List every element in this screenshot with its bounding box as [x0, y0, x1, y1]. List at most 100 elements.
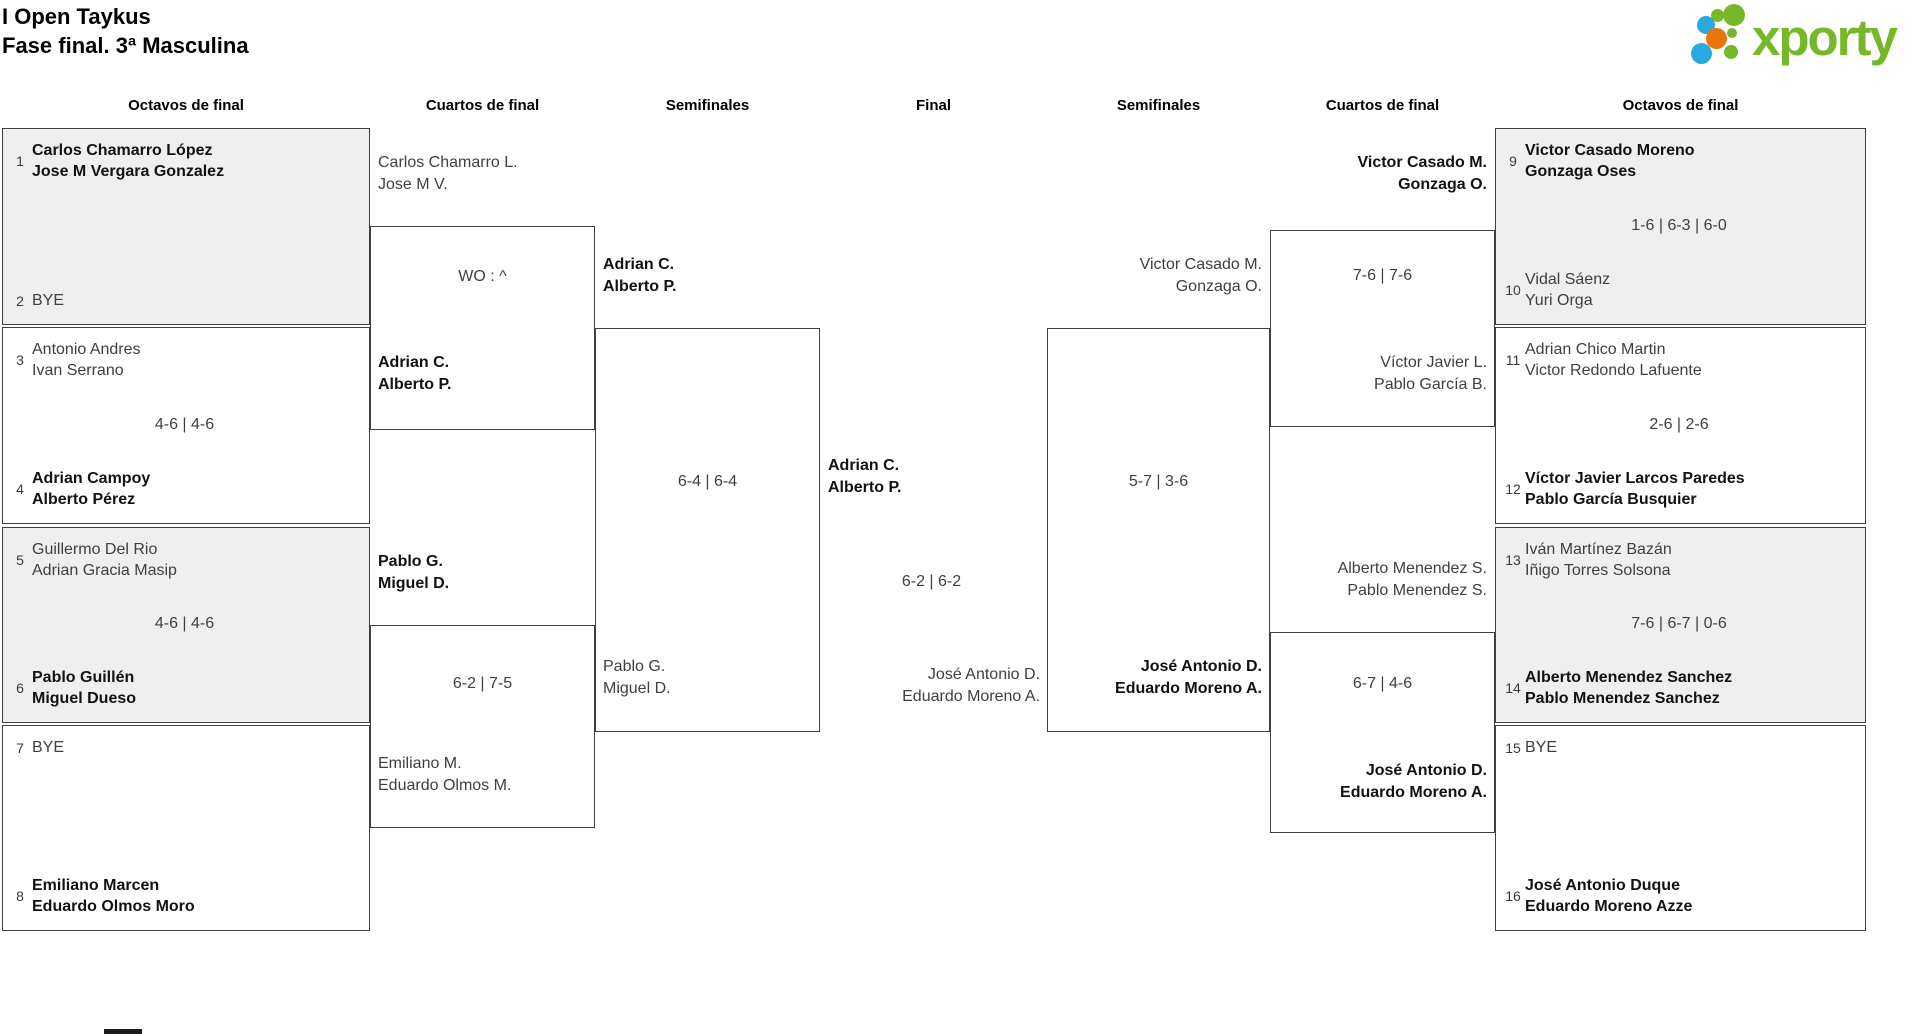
tournament-name: I Open Taykus [2, 4, 151, 29]
connector-qf1-left [370, 226, 595, 430]
sf-right-bottom-team: José Antonio D. Eduardo Moreno A. [1050, 656, 1262, 700]
seed-number: 2 [16, 292, 24, 309]
team-name-line: BYE [32, 292, 65, 309]
team-name-line: Alberto P. [603, 278, 677, 295]
round-header-r16-left: Octavos de final [128, 97, 244, 114]
team-name-line: BYE [1525, 739, 1558, 756]
team-name-line: Pablo Menendez S. [1347, 582, 1487, 599]
seed-number: 15 [1505, 739, 1521, 756]
team-name-line: Jose M V. [378, 176, 448, 193]
phase-subtitle: Fase final. 3ª Masculina [2, 33, 249, 58]
seed-number: 3 [16, 352, 24, 368]
xporty-logo: xporty [1690, 2, 1918, 74]
final-score: 6-2 | 6-2 [901, 573, 962, 590]
team-name-line: Miguel D. [378, 575, 450, 592]
sf-left-bottom-team: Pablo G. Miguel D. [603, 656, 815, 700]
seed-number: 1 [16, 153, 24, 169]
qf1-left-bottom-team: Adrian C. Alberto P. [378, 352, 590, 396]
sf-right-top-team: Victor Casado M. Gonzaga O. [1050, 254, 1262, 298]
team-entry-seed-7: 7 BYE [8, 737, 361, 758]
team-name-line: Víctor Javier Larcos Paredes [1525, 470, 1745, 487]
qf1-left-top-team: Carlos Chamarro L. Jose M V. [378, 152, 590, 196]
team-name-line: Emiliano Marcen [32, 877, 160, 894]
seed-number: 10 [1505, 282, 1521, 298]
qf1-left-score: WO : ^ [458, 268, 507, 285]
team-name-line: Gonzaga Oses [1525, 163, 1637, 180]
logo-dot-green-large [1723, 4, 1745, 26]
seed-number: 13 [1505, 552, 1521, 568]
logo-dot-blue-large [1691, 43, 1712, 64]
team-name-line: Alberto Menendez S. [1337, 560, 1487, 577]
sf-left-top-team: Adrian C. Alberto P. [603, 254, 815, 298]
connector-qf2-left [370, 625, 595, 828]
team-name-line: Pablo Menendez Sanchez [1525, 690, 1720, 707]
team-entry-seed-2: 2 BYE [8, 290, 361, 311]
seed-number: 6 [16, 680, 24, 696]
final-runnerup-team: José Antonio D. Eduardo Moreno A. [828, 664, 1040, 708]
logo-dot-green-small [1711, 9, 1724, 22]
qf2-left-score: 6-2 | 7-5 [452, 675, 513, 692]
logo-dot-orange [1706, 28, 1727, 49]
logo-dot-green-tiny [1727, 28, 1737, 38]
seed-number: 4 [16, 481, 24, 497]
team-name-line: Alberto P. [828, 479, 902, 496]
team-name-line: Victor Casado M. [1357, 154, 1487, 171]
team-name-line: Vidal Sáenz [1525, 271, 1611, 288]
team-name-line: José Antonio Duque [1525, 877, 1680, 894]
team-name-line: Miguel Dueso [32, 690, 137, 707]
seed-number: 11 [1505, 352, 1521, 368]
team-name-line: Gonzaga O. [1398, 176, 1487, 193]
team-name-line: Pablo G. [378, 553, 443, 570]
team-name-line: BYE [32, 739, 65, 756]
match-score: 7-6 | 6-7 | 0-6 [1631, 615, 1727, 632]
connector-sf-right [1047, 328, 1270, 732]
team-name-line: Adrian C. [378, 354, 450, 371]
round-header-sf-left: Semifinales [665, 97, 750, 114]
team-name-line: Eduardo Olmos Moro [32, 898, 195, 915]
team-name-line: Victor Casado M. [1139, 256, 1262, 273]
team-name-line: Víctor Javier L. [1380, 354, 1487, 371]
qf1-right-bottom-team: Víctor Javier L. Pablo García B. [1275, 352, 1487, 396]
round-header-qf-right: Cuartos de final [1325, 97, 1440, 114]
qf2-right-score: 6-7 | 4-6 [1352, 675, 1413, 692]
seed-number: 8 [16, 888, 24, 904]
team-name-line: Ivan Serrano [32, 362, 124, 379]
match-score: 2-6 | 2-6 [1649, 415, 1709, 433]
horizontal-scrollbar-thumb[interactable] [104, 1029, 142, 1034]
qf1-right-score: 7-6 | 7-6 [1352, 267, 1413, 284]
round-header-qf-left: Cuartos de final [425, 97, 540, 114]
match-score: 4-6 | 4-6 [154, 615, 215, 632]
round-header-final: Final [915, 97, 951, 114]
seed-number: 16 [1505, 888, 1521, 904]
final-winner-team: Adrian C. Alberto P. [828, 455, 1040, 499]
seed-number: 9 [1509, 153, 1517, 169]
team-name-line: Eduardo Olmos M. [378, 777, 512, 794]
team-name-line: José Antonio D. [1365, 762, 1487, 779]
connector-qf2-right [1270, 632, 1495, 833]
qf2-right-top-team: Alberto Menendez S. Pablo Menendez S. [1275, 558, 1487, 602]
team-name-line: Pablo G. [603, 658, 666, 675]
team-name-line: Pablo García B. [1374, 376, 1487, 393]
connector-qf1-right [1270, 230, 1495, 427]
team-entry-seed-15: 15 BYE [1501, 737, 1857, 758]
team-name-line: Eduardo Moreno A. [1115, 680, 1262, 697]
team-name-line: Adrian Gracia Masip [32, 562, 177, 579]
team-name-line: Guillermo Del Rio [32, 541, 158, 558]
round-header-r16-right: Octavos de final [1622, 97, 1739, 114]
